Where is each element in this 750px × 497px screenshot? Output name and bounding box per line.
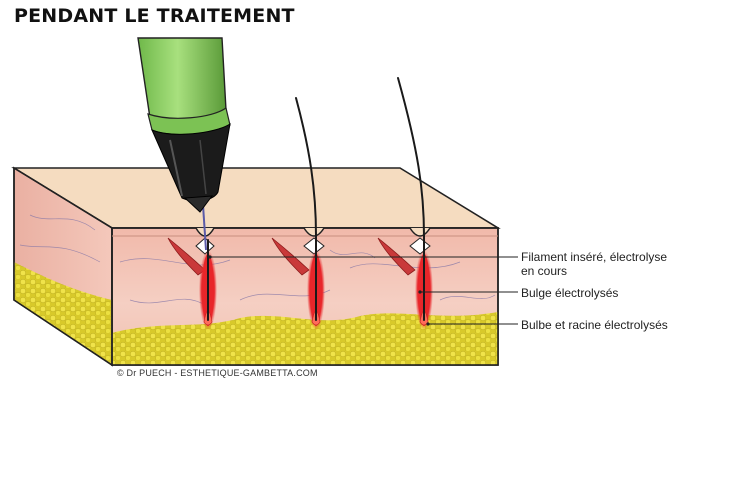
needle-filament xyxy=(202,204,207,251)
fat-layer-side xyxy=(14,262,112,365)
hair-shaft-3 xyxy=(397,77,425,321)
hair-shaft-2 xyxy=(295,97,317,321)
annotation-bulb: Bulbe et racine électrolysés xyxy=(521,318,668,332)
annotation-filament-line2: en cours xyxy=(521,264,568,278)
annotation-filament: Filament inséré, électrolyse en cours xyxy=(521,250,721,278)
annotation-bulge: Bulge électrolysés xyxy=(521,286,619,300)
annotation-filament-line1: Filament inséré, électrolyse xyxy=(521,250,668,264)
image-credit: © Dr PUECH - ESTHETIQUE-GAMBETTA.COM xyxy=(117,368,318,378)
diagram-title: PENDANT LE TRAITEMENT xyxy=(14,5,295,27)
electrolysis-pen xyxy=(137,37,231,213)
